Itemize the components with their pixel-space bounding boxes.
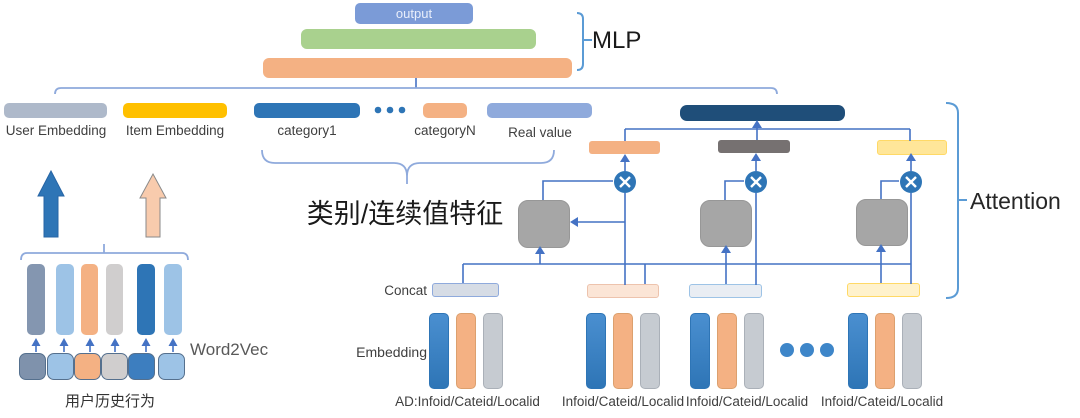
embedding-bar-localid bbox=[902, 313, 922, 389]
attention-label: Attention bbox=[970, 188, 1061, 214]
embedding-bar-infoid bbox=[586, 313, 606, 389]
embedding-bar-cateid bbox=[717, 313, 737, 389]
multiply-icon bbox=[900, 171, 922, 193]
embedding-bar-localid bbox=[483, 313, 503, 389]
output-box: output bbox=[355, 3, 473, 24]
embedding-bar-infoid bbox=[429, 313, 449, 389]
word2vec-arrows bbox=[31, 338, 178, 352]
pooling-arrow-orange bbox=[139, 172, 167, 238]
category-features-caption: 类别/连续值特征 bbox=[306, 199, 504, 229]
word2vec-label: Word2Vec bbox=[190, 340, 269, 359]
concat-label: Concat bbox=[384, 283, 427, 298]
concat-bar-ad bbox=[432, 283, 499, 297]
mlp-hidden-layer-1 bbox=[263, 58, 572, 78]
concat-bar-behavior-1 bbox=[587, 284, 659, 298]
category1-label: category1 bbox=[277, 123, 337, 138]
history-token bbox=[74, 353, 101, 380]
categoryN-bar bbox=[423, 103, 467, 118]
weighted-vector-bar-1 bbox=[589, 141, 660, 154]
weighted-vector-bar-2 bbox=[718, 140, 790, 153]
multiply-icon bbox=[745, 171, 767, 193]
concat-bar-behavior-3 bbox=[847, 283, 920, 297]
embedding-bar-infoid bbox=[848, 313, 868, 389]
history-vector-bar bbox=[137, 264, 155, 335]
real-value-label: Real value bbox=[508, 125, 572, 140]
mlp-label: MLP bbox=[592, 27, 642, 54]
pooling-arrow-blue bbox=[37, 169, 65, 238]
history-token bbox=[19, 353, 46, 380]
category-underbrace bbox=[261, 149, 555, 184]
history-token bbox=[47, 353, 74, 380]
real-value-bar bbox=[487, 103, 592, 118]
embedding-bar-localid bbox=[640, 313, 660, 389]
history-token bbox=[158, 353, 185, 380]
ellipsis-icon bbox=[374, 106, 406, 114]
embedding-bar-cateid bbox=[613, 313, 633, 389]
history-vector-bar bbox=[164, 264, 182, 335]
user-embedding-bar bbox=[4, 103, 107, 118]
behavior-group-label: Infoid/Cateid/Localid bbox=[820, 394, 944, 409]
behavior-group-label: Infoid/Cateid/Localid bbox=[561, 394, 685, 409]
user-embedding-label: User Embedding bbox=[5, 123, 107, 138]
embedding-bar-localid bbox=[744, 313, 764, 389]
behavior-group-label: Infoid/Cateid/Localid bbox=[685, 394, 809, 409]
attention-unit-2 bbox=[700, 200, 752, 247]
weighted-vector-bar-3 bbox=[877, 140, 947, 155]
multiply-icon bbox=[614, 171, 636, 193]
embedding-bar-cateid bbox=[456, 313, 476, 389]
attention-unit-3 bbox=[856, 199, 908, 246]
history-bracket bbox=[20, 244, 189, 261]
arrowhead bbox=[752, 120, 762, 128]
history-token bbox=[101, 353, 128, 380]
embedding-bar-infoid bbox=[690, 313, 710, 389]
category1-bar bbox=[254, 103, 360, 118]
categoryN-label: categoryN bbox=[414, 123, 476, 138]
mlp-hidden-layer-2 bbox=[301, 29, 536, 49]
user-history-caption: 用户历史行为 bbox=[64, 393, 155, 410]
history-vector-bar bbox=[56, 264, 74, 335]
attention-unit-1 bbox=[518, 200, 570, 248]
item-embedding-label: Item Embedding bbox=[125, 123, 225, 138]
ad-group-label: AD:Infoid/Cateid/Localid bbox=[395, 394, 540, 409]
attention-bracket bbox=[945, 102, 967, 299]
history-vector-bar bbox=[27, 264, 45, 335]
attention-output-bar bbox=[680, 105, 845, 121]
mlp-bracket bbox=[576, 12, 592, 71]
embedding-label: Embedding bbox=[356, 344, 427, 360]
concat-bar-behavior-2 bbox=[689, 284, 762, 298]
history-vector-bar bbox=[81, 264, 98, 335]
history-token bbox=[128, 353, 155, 380]
embedding-bar-cateid bbox=[875, 313, 895, 389]
ellipsis-icon bbox=[780, 343, 834, 357]
history-vector-bar bbox=[106, 264, 123, 335]
item-embedding-bar bbox=[123, 103, 227, 118]
